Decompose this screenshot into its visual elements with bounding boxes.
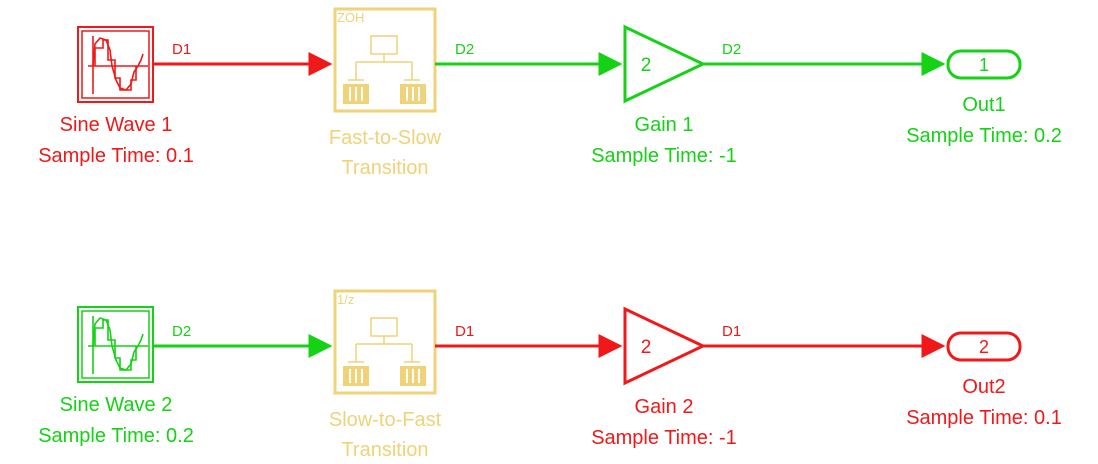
transition-2-tag: 1/z bbox=[337, 292, 354, 307]
transition-1-tag: ZOH bbox=[337, 10, 364, 25]
fast-to-slow-transition-block[interactable] bbox=[333, 7, 437, 113]
sine-wave-1-block[interactable] bbox=[77, 26, 154, 103]
signal-label-d1-out: D1 bbox=[722, 323, 741, 340]
out2-name: Out2 bbox=[962, 376, 1005, 398]
sine-wave-1-sample-time: Sample Time: 0.1 bbox=[38, 145, 194, 167]
signal-label-d1: D1 bbox=[172, 41, 191, 58]
sine-wave-icon bbox=[88, 316, 148, 374]
out1-port-number: 1 bbox=[979, 55, 989, 75]
gain-2-block[interactable] bbox=[623, 306, 707, 386]
sine-wave-icon bbox=[88, 36, 148, 94]
gain-2-name: Gain 2 bbox=[635, 396, 694, 418]
rate-transition-icon bbox=[348, 35, 420, 81]
slow-to-fast-transition-block[interactable] bbox=[333, 289, 437, 395]
transition-1-name-line-2: Transition bbox=[341, 157, 428, 179]
sine-wave-2-name: Sine Wave 2 bbox=[60, 394, 173, 416]
gain-1-value: 2 bbox=[641, 55, 652, 76]
out2-sample-time: Sample Time: 0.1 bbox=[906, 407, 1062, 429]
sine-wave-1-name: Sine Wave 1 bbox=[60, 114, 173, 136]
gain-1-block[interactable] bbox=[623, 24, 707, 104]
row-2: Sine Wave 2 Sample Time: 0.2 D2 bbox=[38, 289, 1062, 461]
sine-wave-2-sample-time: Sample Time: 0.2 bbox=[38, 425, 194, 447]
out1-name: Out1 bbox=[962, 94, 1005, 116]
out1-port-block[interactable] bbox=[946, 49, 1022, 80]
row-1: Sine Wave 1 Sample Time: 0.1 D1 bbox=[38, 7, 1062, 179]
transition-2-name-line-1: Slow-to-Fast bbox=[329, 409, 442, 431]
transition-2-name-line-2: Transition bbox=[341, 439, 428, 461]
out2-port-block[interactable] bbox=[946, 331, 1022, 362]
signal-label-d2-out: D2 bbox=[722, 41, 741, 58]
transition-1-name-line-1: Fast-to-Slow bbox=[329, 127, 442, 149]
signal-label-d2: D2 bbox=[455, 41, 474, 58]
signal-label-d1: D1 bbox=[455, 323, 474, 340]
sine-wave-2-block[interactable] bbox=[77, 306, 154, 383]
gain-1-name: Gain 1 bbox=[635, 114, 694, 136]
gain-2-value: 2 bbox=[641, 337, 652, 358]
out2-port-number: 2 bbox=[979, 337, 989, 357]
gain-1-sample-time: Sample Time: -1 bbox=[591, 145, 737, 167]
signal-label-d2: D2 bbox=[172, 323, 191, 340]
rate-transition-icon bbox=[348, 317, 420, 363]
out1-sample-time: Sample Time: 0.2 bbox=[906, 125, 1062, 147]
gain-2-sample-time: Sample Time: -1 bbox=[591, 427, 737, 449]
